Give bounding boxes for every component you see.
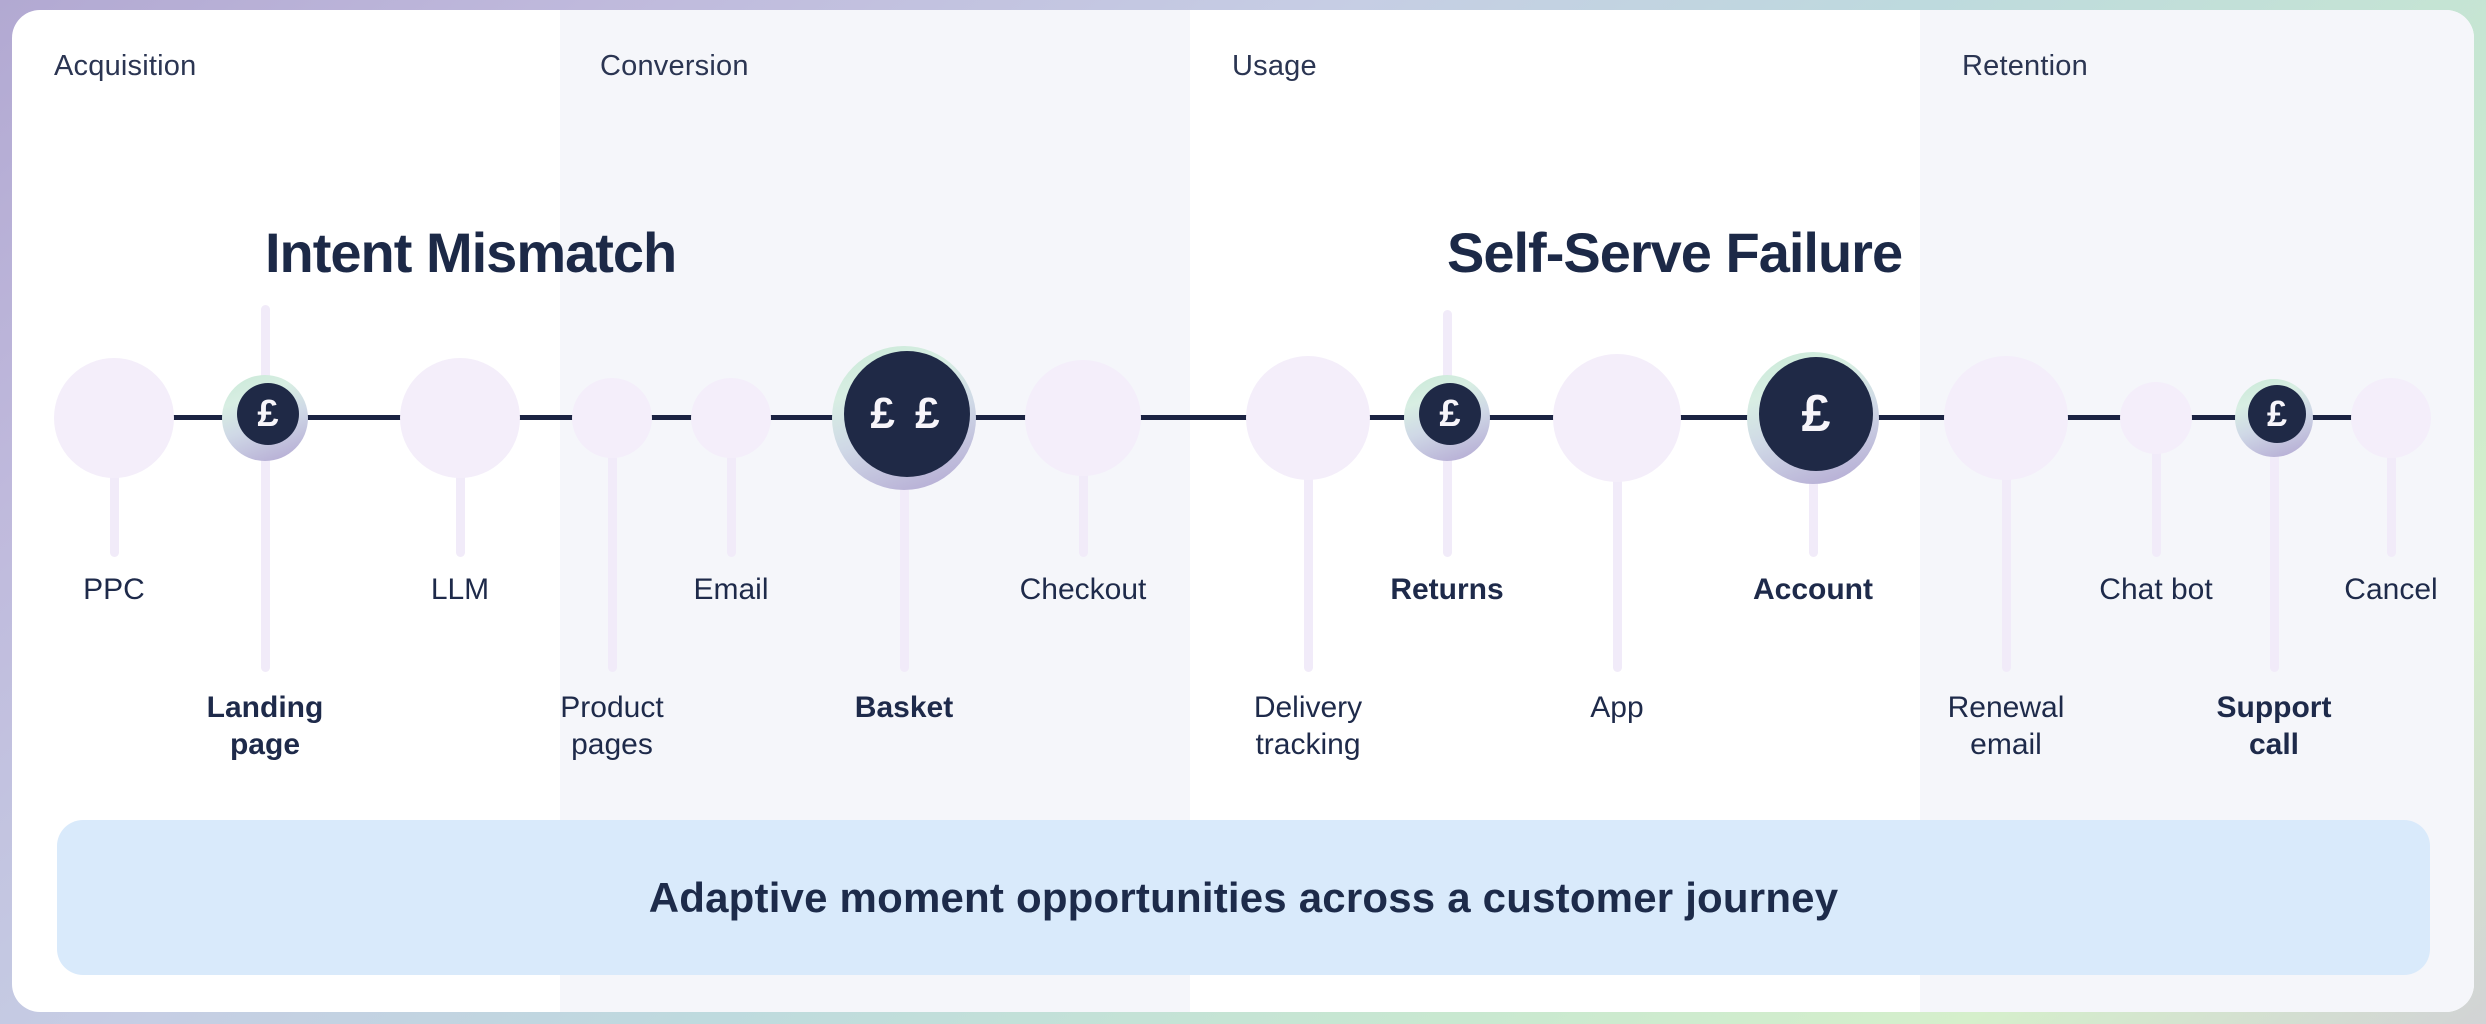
ppc-stem (109, 418, 119, 557)
delivery-tracking-label: Delivery tracking (1158, 689, 1458, 763)
product-pages-label-line: pages (571, 728, 653, 761)
column-label-acquisition: Acquisition (54, 50, 197, 82)
heading-self-serve-failure: Self-Serve Failure (1447, 221, 1903, 284)
pound-icon: £ (1439, 392, 1461, 435)
account-label-line: Account (1753, 573, 1873, 606)
renewal-email-label-line: email (1970, 728, 2042, 761)
llm-label-line: LLM (430, 573, 490, 606)
cancel-label: Cancel (2241, 571, 2474, 608)
renewal-email-stem (2001, 418, 2011, 672)
email-circle (691, 378, 771, 458)
column-label-retention: Retention (1962, 50, 2088, 82)
app-circle (1553, 354, 1681, 482)
landing-page-label: Landing page (115, 689, 415, 763)
app-stem (1612, 418, 1622, 672)
checkout-label-line: Checkout (1019, 573, 1147, 606)
column-label-conversion: Conversion (600, 50, 749, 82)
column-label-usage: Usage (1232, 50, 1317, 82)
delivery-tracking-label-line: Delivery (1253, 691, 1363, 724)
returns-circle: £ (1419, 383, 1481, 445)
chat-bot-stem (2151, 418, 2161, 557)
landing-page-circle: £ (237, 383, 299, 445)
app-label: App (1467, 689, 1767, 726)
support-call-circle: £ (2248, 385, 2306, 443)
returns-label-line: Returns (1390, 573, 1504, 606)
pound-icon: £ (2266, 393, 2288, 434)
llm-label: LLM (310, 571, 610, 608)
chat-bot-label-line: Chat bot (2099, 573, 2213, 606)
llm-stem (455, 418, 465, 557)
email-stem (726, 418, 736, 557)
cancel-label-line: Cancel (2344, 573, 2438, 606)
app-label-line: App (1590, 691, 1644, 724)
landing-page-adaptive-circle: £ (222, 375, 308, 461)
delivery-tracking-circle (1246, 356, 1370, 480)
cancel-stem (2386, 418, 2396, 557)
account-stem (1808, 418, 1818, 557)
support-call-label-line: call (2248, 728, 2300, 761)
basket-adaptive-circle: £ £ (832, 346, 976, 490)
checkout-circle (1025, 360, 1141, 476)
chat-bot-circle (2120, 382, 2192, 454)
renewal-email-circle (1944, 356, 2068, 480)
returns-label: Returns (1297, 571, 1597, 608)
banner-text: Adaptive moment opportunities across a c… (648, 873, 1839, 921)
support-call-label: Support call (2124, 689, 2424, 763)
returns-adaptive-circle: £ (1404, 375, 1490, 461)
email-label: Email (581, 571, 881, 608)
cancel-circle (2351, 378, 2431, 458)
support-call-stem (2269, 418, 2279, 672)
basket-label: Basket (754, 689, 1054, 726)
basket-label-line: Basket (854, 691, 954, 724)
basket-stem (899, 418, 909, 672)
support-call-label-line: Support (2216, 691, 2332, 724)
renewal-email-label: Renewal email (1856, 689, 2156, 763)
delivery-tracking-stem (1303, 418, 1313, 672)
account-adaptive-circle: £ (1747, 352, 1879, 484)
product-pages-label-line: Product (560, 691, 664, 724)
adaptive-moments-banner: Adaptive moment opportunities across a c… (57, 820, 2430, 975)
landing-page-label-line: Landing (206, 691, 324, 724)
email-label-line: Email (693, 573, 769, 606)
product-pages-label: Product pages (462, 689, 762, 763)
pound-icon: £ £ (870, 389, 944, 438)
pound-icon: £ (1801, 385, 1831, 443)
support-call-adaptive-circle: £ (2235, 379, 2313, 457)
landing-page-label-line: page (229, 728, 301, 761)
checkout-label: Checkout (933, 571, 1233, 608)
journey-card: Acquisition Conversion Usage Retention I… (12, 10, 2474, 1012)
heading-intent-mismatch: Intent Mismatch (265, 221, 677, 284)
account-circle: £ (1759, 357, 1873, 471)
basket-circle: £ £ (844, 351, 970, 477)
ppc-circle (54, 358, 174, 478)
landing-page-stem (260, 305, 270, 672)
pound-icon: £ (257, 392, 279, 435)
checkout-stem (1078, 418, 1088, 557)
product-pages-circle (572, 378, 652, 458)
ppc-label: PPC (12, 571, 264, 608)
account-label: Account (1663, 571, 1963, 608)
product-pages-stem (607, 418, 617, 672)
renewal-email-label-line: Renewal (1947, 691, 2065, 724)
chat-bot-label: Chat bot (2006, 571, 2306, 608)
ppc-label-line: PPC (83, 573, 145, 606)
delivery-tracking-label-line: tracking (1255, 728, 1361, 761)
llm-circle (400, 358, 520, 478)
